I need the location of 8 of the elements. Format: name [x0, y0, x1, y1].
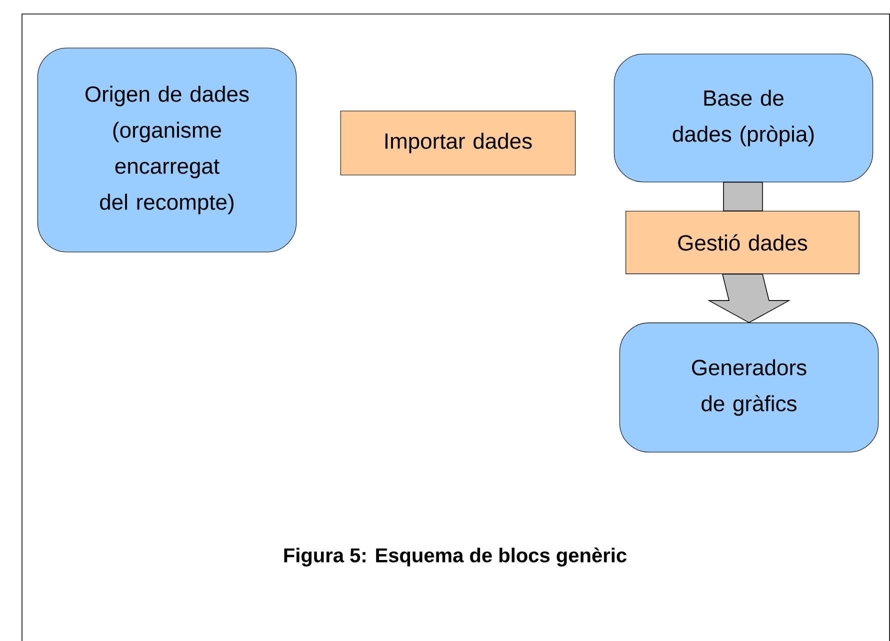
process-box: Importar dades [340, 110, 576, 176]
rounded-box: Generadors de gràfics [619, 322, 879, 452]
block-arrow [707, 274, 791, 324]
block-arrow [723, 182, 763, 212]
rounded-box: Base de dades (pròpia) [614, 54, 874, 182]
figure-caption: Figura 5: Esquema de blocs genèric [284, 548, 626, 566]
process-box: Gestió dades [626, 210, 860, 274]
rounded-box: Origen de dades (organisme encarregat del recompte) [37, 48, 297, 252]
